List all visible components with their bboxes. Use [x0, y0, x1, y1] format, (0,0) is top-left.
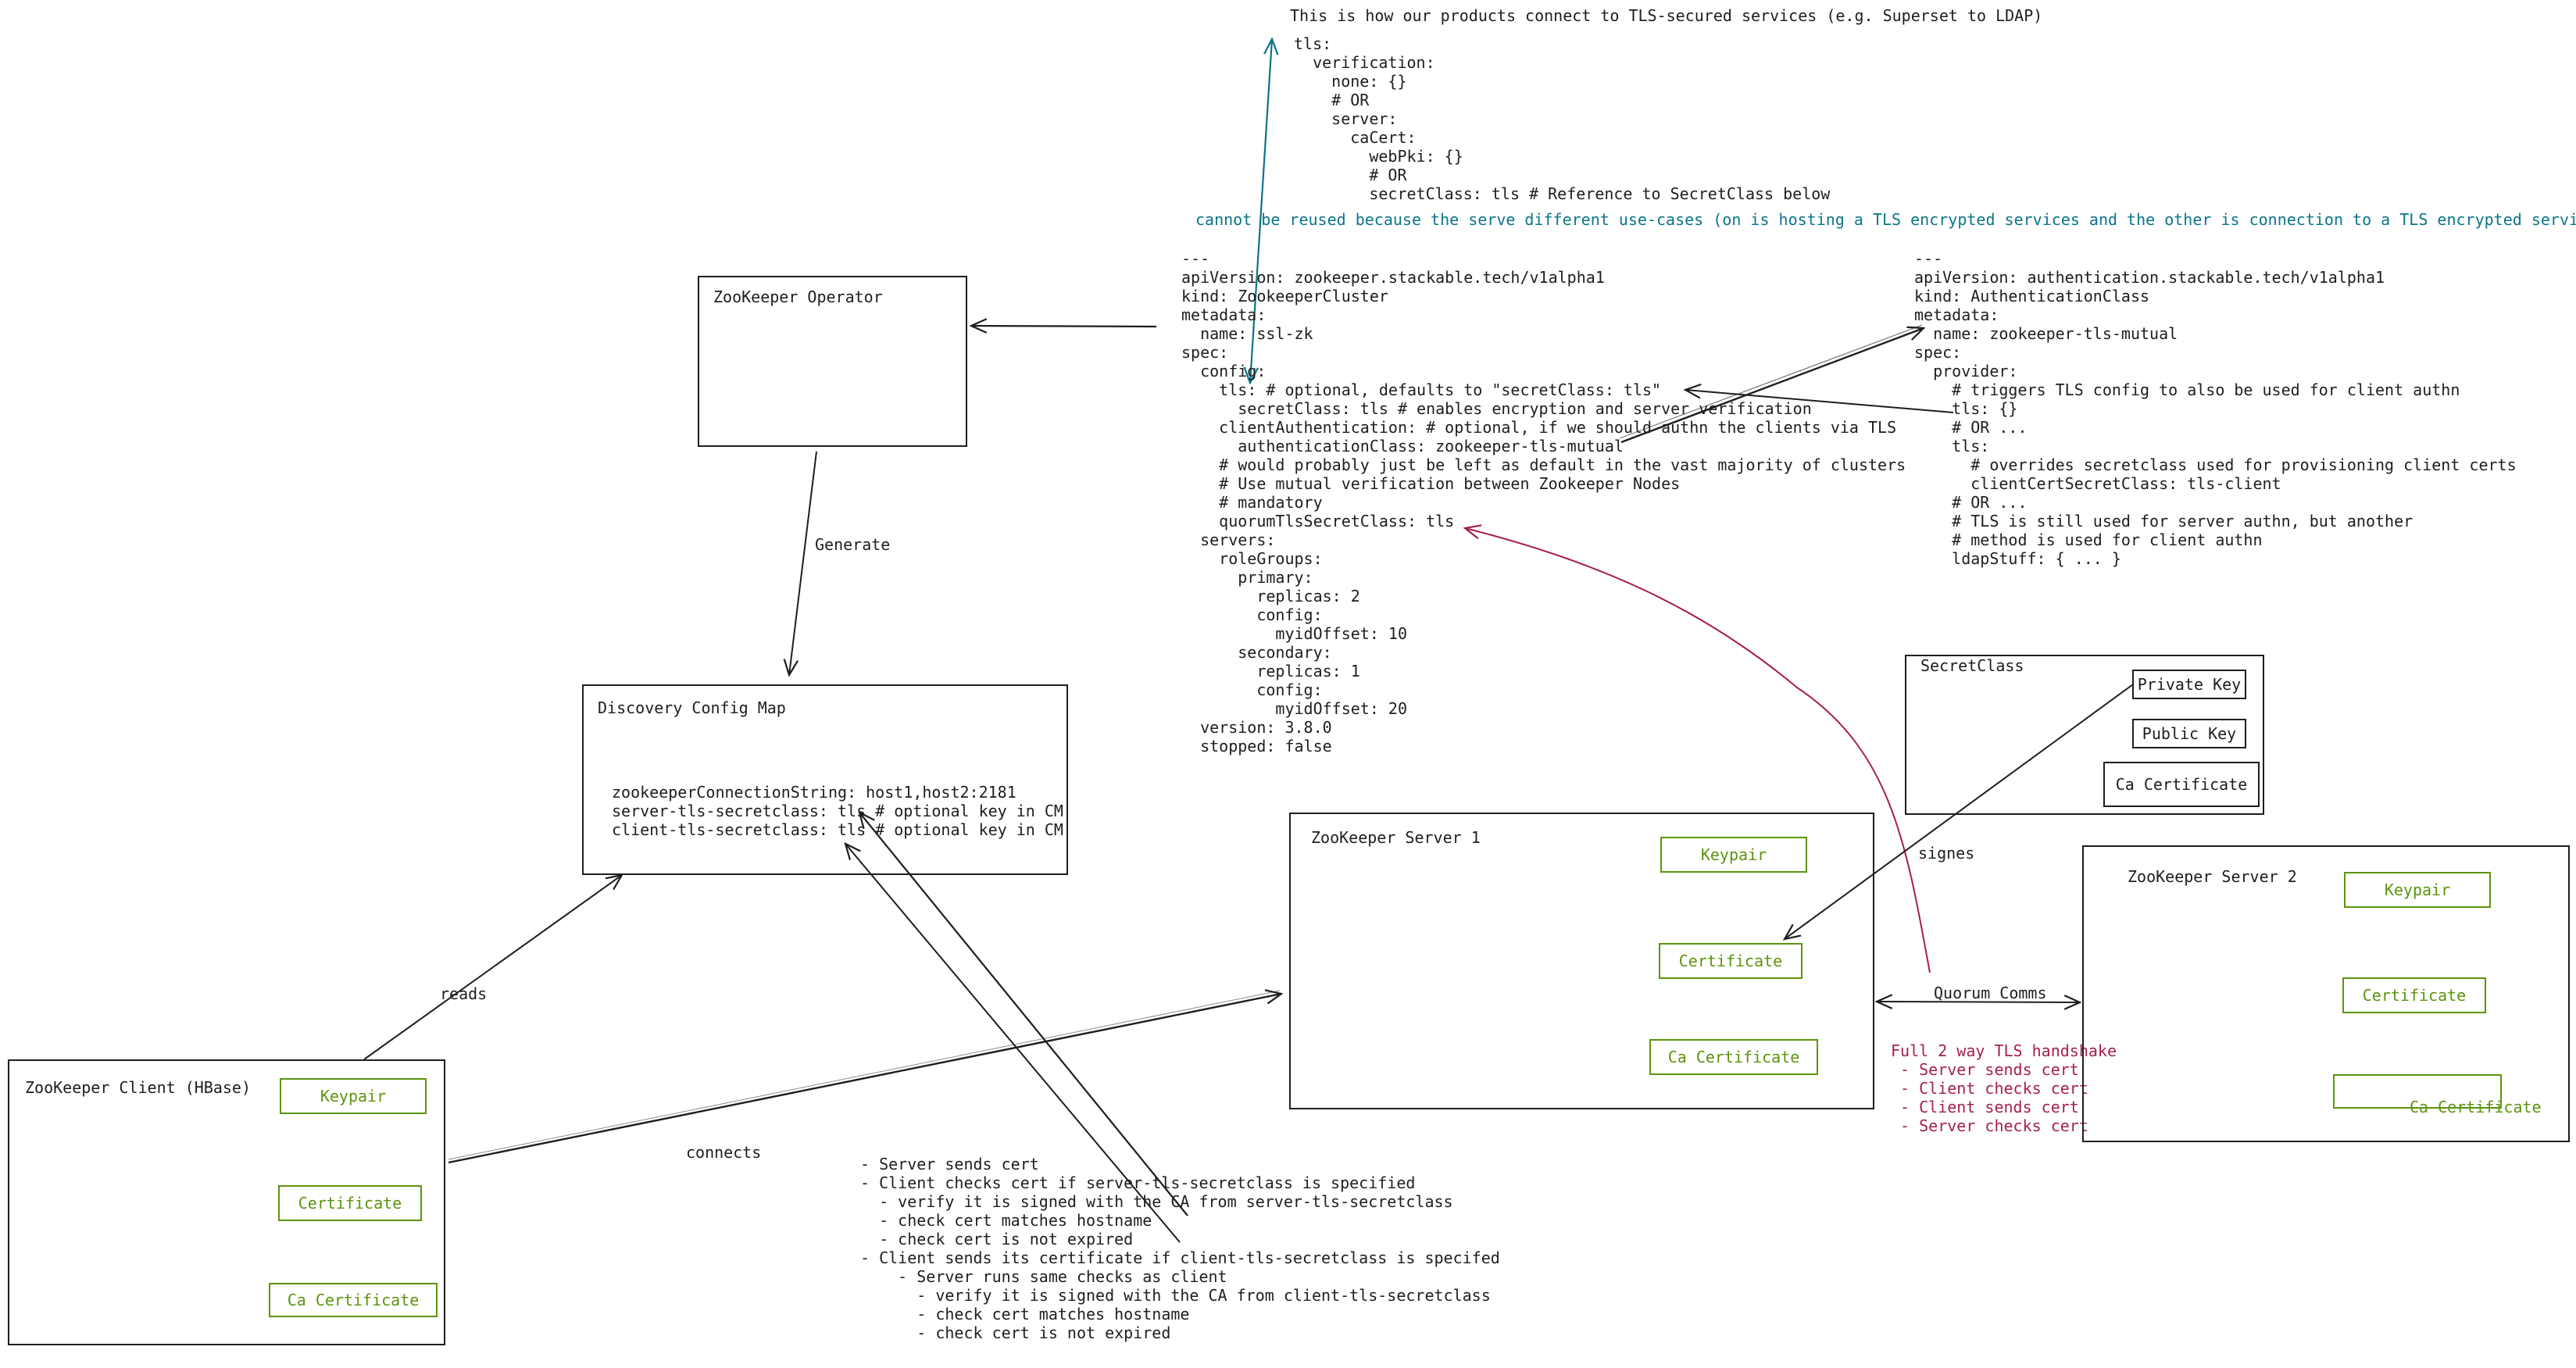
- server2-keypair: Keypair: [2344, 872, 2491, 908]
- steps-to-discovery-arrow: [845, 844, 1181, 1243]
- discovery-title: Discovery Config Map: [598, 698, 786, 717]
- connects-arrow: [448, 994, 1281, 1164]
- tls-snippet: tls: verification: none: {} # OR server:…: [1294, 34, 1831, 203]
- zookeeper-cluster-yaml: --- apiVersion: zookeeper.stackable.tech…: [1181, 249, 1906, 755]
- quorum-comms-label: Quorum Comms: [1934, 984, 2047, 1002]
- secretclass-title: SecretClass: [1920, 656, 2024, 675]
- secretclass-public-key: Public Key: [2132, 719, 2246, 748]
- handshake-text: Full 2 way TLS handshake - Server sends …: [1891, 1041, 2117, 1135]
- authentication-class-yaml: --- apiVersion: authentication.stackable…: [1914, 249, 2517, 568]
- steps-to-discovery-arrow-2: [859, 813, 1188, 1216]
- server2-ca-certificate: Ca Certificate: [2410, 1098, 2542, 1116]
- zookeeper-server-1-box: ZooKeeper Server 1: [1289, 813, 1874, 1109]
- tls-provider-arrow: [1685, 390, 1954, 413]
- server1-title: ZooKeeper Server 1: [1311, 828, 1481, 847]
- operator-title: ZooKeeper Operator: [713, 288, 883, 306]
- client-ca-certificate: Ca Certificate: [269, 1283, 438, 1317]
- signes-label: signes: [1918, 844, 1975, 863]
- discovery-config-map-box: Discovery Config Map zookeeperConnection…: [582, 684, 1068, 875]
- discovery-body: zookeeperConnectionString: host1,host2:2…: [612, 783, 1063, 839]
- server2-ca-certificate-box: [2333, 1074, 2502, 1109]
- auth-class-ref-arrow: [1620, 328, 1924, 444]
- zookeeper-server-2-box: ZooKeeper Server 2: [2082, 845, 2570, 1142]
- reads-label: reads: [440, 984, 488, 1003]
- quorum-tls-arrow: [1465, 528, 1931, 973]
- yaml-to-operator-arrow: [971, 326, 1157, 327]
- client-steps-text: - Server sends cert - Client checks cert…: [860, 1155, 1500, 1342]
- client-certificate: Certificate: [278, 1185, 422, 1221]
- server1-certificate: Certificate: [1659, 943, 1802, 979]
- reads-arrow: [363, 875, 622, 1060]
- server2-certificate: Certificate: [2342, 977, 2486, 1013]
- client-keypair: Keypair: [280, 1078, 427, 1114]
- server2-title: ZooKeeper Server 2: [2128, 867, 2297, 886]
- generate-arrow: [789, 451, 817, 675]
- zookeeper-operator-box: ZooKeeper Operator: [698, 276, 967, 447]
- server1-ca-certificate: Ca Certificate: [1649, 1039, 1818, 1075]
- client-title: ZooKeeper Client (HBase): [25, 1078, 251, 1097]
- secretclass-box: SecretClass: [1905, 655, 2264, 815]
- signes-arrow: [1785, 684, 2134, 939]
- zookeeper-client-box: ZooKeeper Client (HBase): [8, 1059, 445, 1345]
- secretclass-ca-certificate: Ca Certificate: [2103, 762, 2260, 807]
- secretclass-private-key: Private Key: [2132, 670, 2246, 699]
- intro-text: This is how our products connect to TLS-…: [1290, 6, 2043, 25]
- connects-label: connects: [686, 1143, 762, 1162]
- generate-label: Generate: [815, 535, 891, 554]
- reuse-note: cannot be reused because the serve diffe…: [1195, 210, 2576, 229]
- teal-link-arrow: [1250, 39, 1272, 383]
- server1-keypair: Keypair: [1660, 837, 1807, 873]
